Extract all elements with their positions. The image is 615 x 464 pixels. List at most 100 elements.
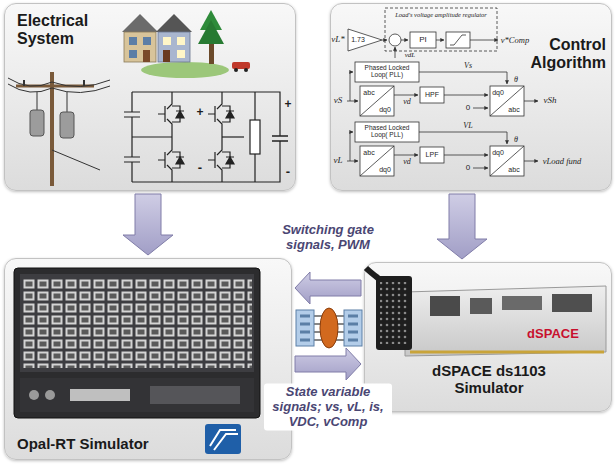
power-pole-part xyxy=(30,110,44,136)
control-block-diagram-part-part xyxy=(444,95,488,96)
town-picture-part xyxy=(124,32,156,62)
town-picture-part xyxy=(158,32,190,62)
title-holder: Electrical System xyxy=(17,12,113,48)
flow-arrow xyxy=(437,194,487,259)
dspace-board-part xyxy=(380,282,408,344)
label-holder: 1.73 xyxy=(351,36,365,43)
control-block-diagram-part-part xyxy=(419,72,507,84)
signal-flow-label: State variable signals; vs, vL, is, VDC,… xyxy=(264,384,392,431)
control-block-diagram-part xyxy=(347,62,538,116)
label-holder: dSPACE xyxy=(527,327,579,341)
town-picture-part xyxy=(177,37,185,45)
flow-arrow xyxy=(295,348,361,380)
signal-flow-label: Switching gate signals, PWM xyxy=(265,222,391,254)
block-label: 1.73 xyxy=(351,36,365,43)
panel-title: Control Algorithm xyxy=(522,36,606,72)
label-holder: 0 xyxy=(466,164,470,172)
signal-cable xyxy=(296,308,362,348)
signal-name: θ xyxy=(514,136,518,144)
control-block-diagram-part-part xyxy=(490,86,524,116)
label-holder: vd xyxy=(403,158,411,166)
label-holder: + xyxy=(284,98,291,111)
block-label: abc xyxy=(508,166,519,173)
opal-rt-device-part xyxy=(22,278,252,368)
opal-rt-device-part xyxy=(70,389,130,401)
signal-name: vL xyxy=(334,156,343,165)
opal-rt-device-part xyxy=(205,424,241,454)
label-holder: vSh xyxy=(544,96,557,105)
signal-name: vd xyxy=(403,158,411,166)
power-pole-part xyxy=(8,78,110,87)
polarity-sign: - xyxy=(198,161,202,175)
signal-name: v*Comp xyxy=(501,36,529,45)
control-block-diagram-part xyxy=(395,47,396,58)
town-picture-part xyxy=(198,20,224,44)
signal-name: θ xyxy=(514,76,518,84)
opal-rt-device-part xyxy=(210,430,238,450)
opal-rt-device-part xyxy=(14,268,260,418)
label-holder: vLoad fund xyxy=(543,157,582,166)
converter-circuit-part xyxy=(176,111,234,157)
label-holder: abc xyxy=(508,166,519,173)
town-picture-part xyxy=(163,37,171,45)
town-picture-part xyxy=(234,68,238,72)
label-holder: 0 xyxy=(466,104,470,112)
block-label: PI xyxy=(419,36,427,44)
block-label: Phased Locked Loop( PLL) xyxy=(357,125,417,139)
title-holder: dSPACE ds1103 Simulator xyxy=(414,363,564,397)
polarity-sign: + xyxy=(196,106,203,119)
label-holder: - xyxy=(198,161,202,175)
title-holder: Opal-RT Simulator xyxy=(17,436,207,453)
label-holder: dq0 xyxy=(379,166,391,173)
control-block-diagram-part-part xyxy=(420,87,444,103)
signal-name: vS xyxy=(334,96,343,105)
opal-rt-device xyxy=(14,268,260,454)
control-block-diagram-part-part xyxy=(347,101,358,102)
label-holder: Phased Locked Loop( PLL) xyxy=(357,65,417,79)
signal-cable-part xyxy=(320,308,338,348)
converter-circuit-part xyxy=(222,136,244,137)
label-holder: Vs xyxy=(464,62,472,70)
label-holder: dq0 xyxy=(492,89,504,96)
power-pole-part xyxy=(83,80,85,86)
flow-arrow xyxy=(295,272,361,304)
label-holder: vL* xyxy=(331,35,345,44)
opal-rt-device-part xyxy=(20,378,254,412)
town-picture-part xyxy=(141,62,229,78)
label-holder: Load's voltage amplitude regulator xyxy=(395,12,487,19)
power-pole-part xyxy=(37,92,38,110)
town-picture-part xyxy=(232,62,250,69)
converter-circuit-part xyxy=(250,120,260,154)
label-holder: abc xyxy=(508,106,519,113)
converter-circuit-part xyxy=(176,111,184,118)
panel-title: dSPACE ds1103 Simulator xyxy=(414,363,564,397)
label-holder: θ xyxy=(514,76,518,84)
control-block-diagram-part xyxy=(450,35,466,45)
town-picture-part xyxy=(122,14,158,32)
town-picture-part xyxy=(163,50,170,62)
label-holder: dq0 xyxy=(379,106,391,113)
control-block-diagram-part-part xyxy=(350,72,353,101)
control-block-diagram-part xyxy=(348,29,382,51)
label-holder: dq0 xyxy=(492,149,504,156)
control-block-diagram-part-part xyxy=(360,86,394,116)
label-holder: vdL xyxy=(405,52,416,59)
logo-text: dSPACE xyxy=(527,327,579,341)
signal-name: vdL xyxy=(405,52,416,59)
label-holder: vd xyxy=(403,98,411,106)
control-block-diagram-part xyxy=(436,40,444,41)
polarity-sign: + xyxy=(284,98,291,111)
power-pole-part xyxy=(67,92,68,112)
signal-name: VL xyxy=(463,122,472,130)
block-label: 0 xyxy=(466,164,470,172)
block-label: dq0 xyxy=(379,166,391,173)
label-holder: v*Comp xyxy=(501,36,529,45)
converter-circuit-part xyxy=(226,111,234,118)
dspace-board-part xyxy=(470,298,492,314)
opal-rt-device-part xyxy=(45,390,55,400)
signal-name: vd xyxy=(403,98,411,106)
dspace-board-part xyxy=(430,296,460,316)
label-holder: PI xyxy=(419,36,427,44)
town-picture-part xyxy=(129,37,137,45)
